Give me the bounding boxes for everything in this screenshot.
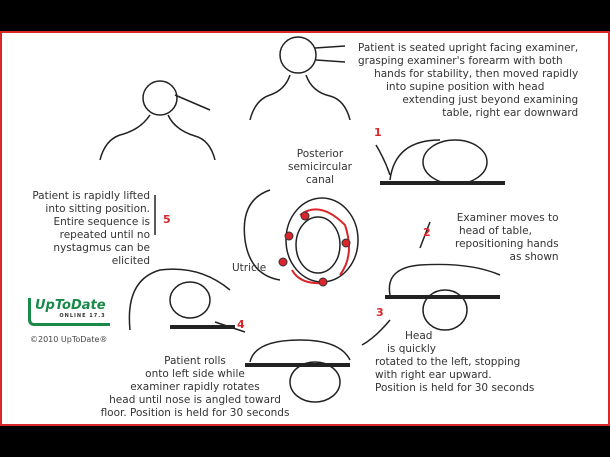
text-line: examiner rapidly rotates [130, 381, 260, 393]
text-line: is quickly [387, 343, 436, 355]
table-step-4 [245, 339, 351, 403]
text-line: extending just beyond examining [402, 94, 579, 106]
utricle-label: Utricle [232, 262, 267, 274]
text-line: into supine position with head [386, 81, 545, 93]
canal-label: Posterior semicircular canal [288, 148, 352, 187]
step-4-number: 4 [237, 318, 245, 331]
text-line: head until nose is angled toward [109, 394, 281, 406]
sitting-patient-figure-5 [99, 80, 216, 161]
text-line: Position is held for 30 seconds [375, 382, 535, 394]
copyright-text: ©2010 UpToDate® [30, 335, 108, 344]
text-line: Head [405, 330, 433, 342]
step-4-text: Patient rolls onto left side while exami… [85, 355, 305, 420]
step-2-number: 2 [423, 226, 431, 239]
text-line: Patient is seated upright facing examine… [358, 42, 579, 54]
step-1-number: 1 [374, 126, 382, 139]
text-line: elicited [111, 255, 150, 267]
text-line: onto left side while [145, 368, 245, 380]
logo-name: UpToDate [35, 298, 106, 313]
diagram-frame [0, 31, 610, 426]
text-line: canal [305, 174, 335, 186]
seated-patient-figure [249, 36, 351, 121]
text-line: as shown [509, 251, 559, 263]
table-step-3 [385, 263, 501, 331]
text-line: Examiner moves to [456, 212, 559, 224]
arrow-1 [375, 144, 391, 176]
text-line: Posterior [296, 148, 344, 160]
text-line: nystagmus can be [53, 242, 150, 254]
arrow-3 [361, 319, 391, 346]
text-line: into sitting position. [45, 203, 150, 215]
table-step-5 [128, 268, 235, 331]
step-1-text: Patient is seated upright facing examine… [358, 42, 578, 120]
uptodate-logo: UpToDate ONLINE 17.3 [28, 298, 110, 326]
step-5-text: Patient is rapidly lifted into sitting p… [8, 190, 150, 268]
arrow-4 [214, 321, 246, 333]
text-line: with right ear upward. [375, 369, 492, 381]
step-2-text: Examiner moves to head of table, reposit… [455, 212, 559, 264]
step-5-number: 5 [163, 213, 171, 226]
text-line: rotated to the left, stopping [375, 356, 521, 368]
arrow-2 [419, 221, 431, 249]
sequence-arrows [154, 144, 431, 346]
inner-ear-diagram [243, 189, 359, 287]
text-line: Patient rolls [164, 355, 226, 367]
text-line: hands for stability, then moved rapidly [374, 68, 579, 80]
step-3-number: 3 [376, 306, 384, 319]
text-line: floor. Position is held for 30 seconds [100, 407, 290, 419]
logo-edition: ONLINE 17.3 [59, 313, 106, 319]
text-line: head of table, [459, 225, 532, 237]
step-3-text: Head is quickly rotated to the left, sto… [375, 330, 534, 395]
text-line: repeated until no [59, 229, 150, 241]
text-line: grasping examiner's forearm with both [358, 55, 563, 67]
text-line: Patient is rapidly lifted [32, 190, 150, 202]
text-line: Entire sequence is [53, 216, 150, 228]
table-step-1 [380, 139, 505, 185]
text-line: table, right ear downward [442, 107, 579, 119]
text-line: repositioning hands [455, 238, 559, 250]
text-line: semicircular [288, 161, 352, 173]
